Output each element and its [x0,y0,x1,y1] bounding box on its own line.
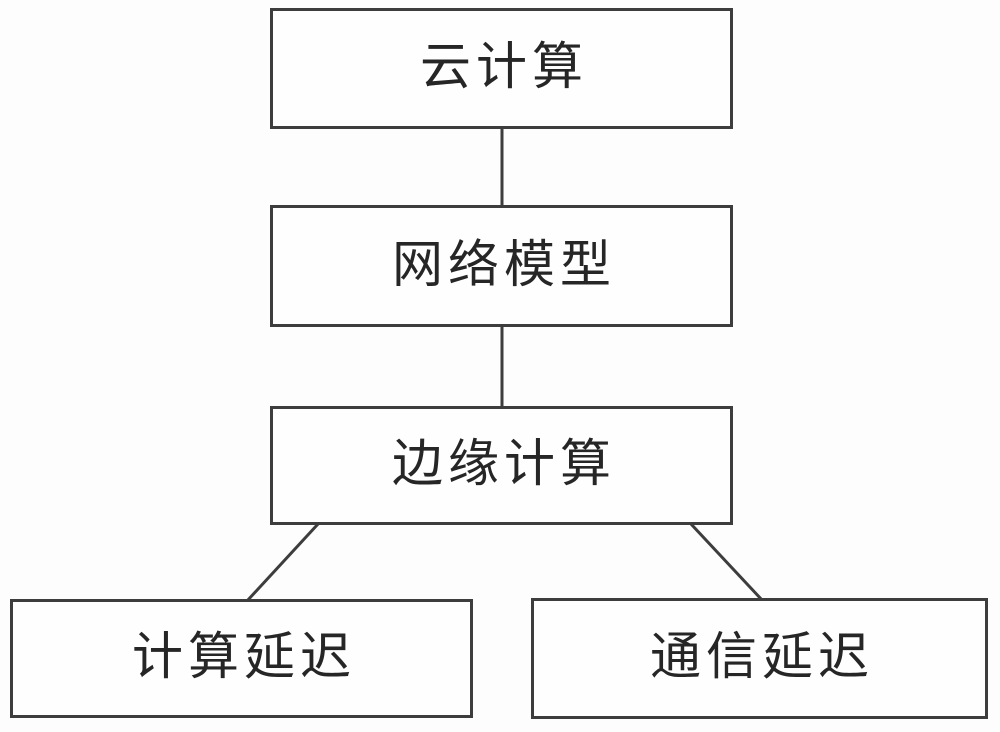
node-cloud-computing-label: 云计算 [419,40,588,96]
edge-edge-to-comm-delay [689,522,764,602]
node-network-model-label: 网络模型 [391,237,616,294]
node-compute-delay-label: 计算延迟 [131,630,356,686]
node-communication-delay: 通信延迟 [531,598,988,719]
node-network-model: 网络模型 [270,205,733,327]
node-compute-delay: 计算延迟 [10,599,473,718]
node-cloud-computing: 云计算 [270,8,733,129]
node-communication-delay-label: 通信延迟 [649,630,874,686]
node-edge-computing-label: 边缘计算 [391,437,616,493]
edge-edge-to-compute-delay [245,522,320,603]
node-edge-computing: 边缘计算 [270,406,733,525]
